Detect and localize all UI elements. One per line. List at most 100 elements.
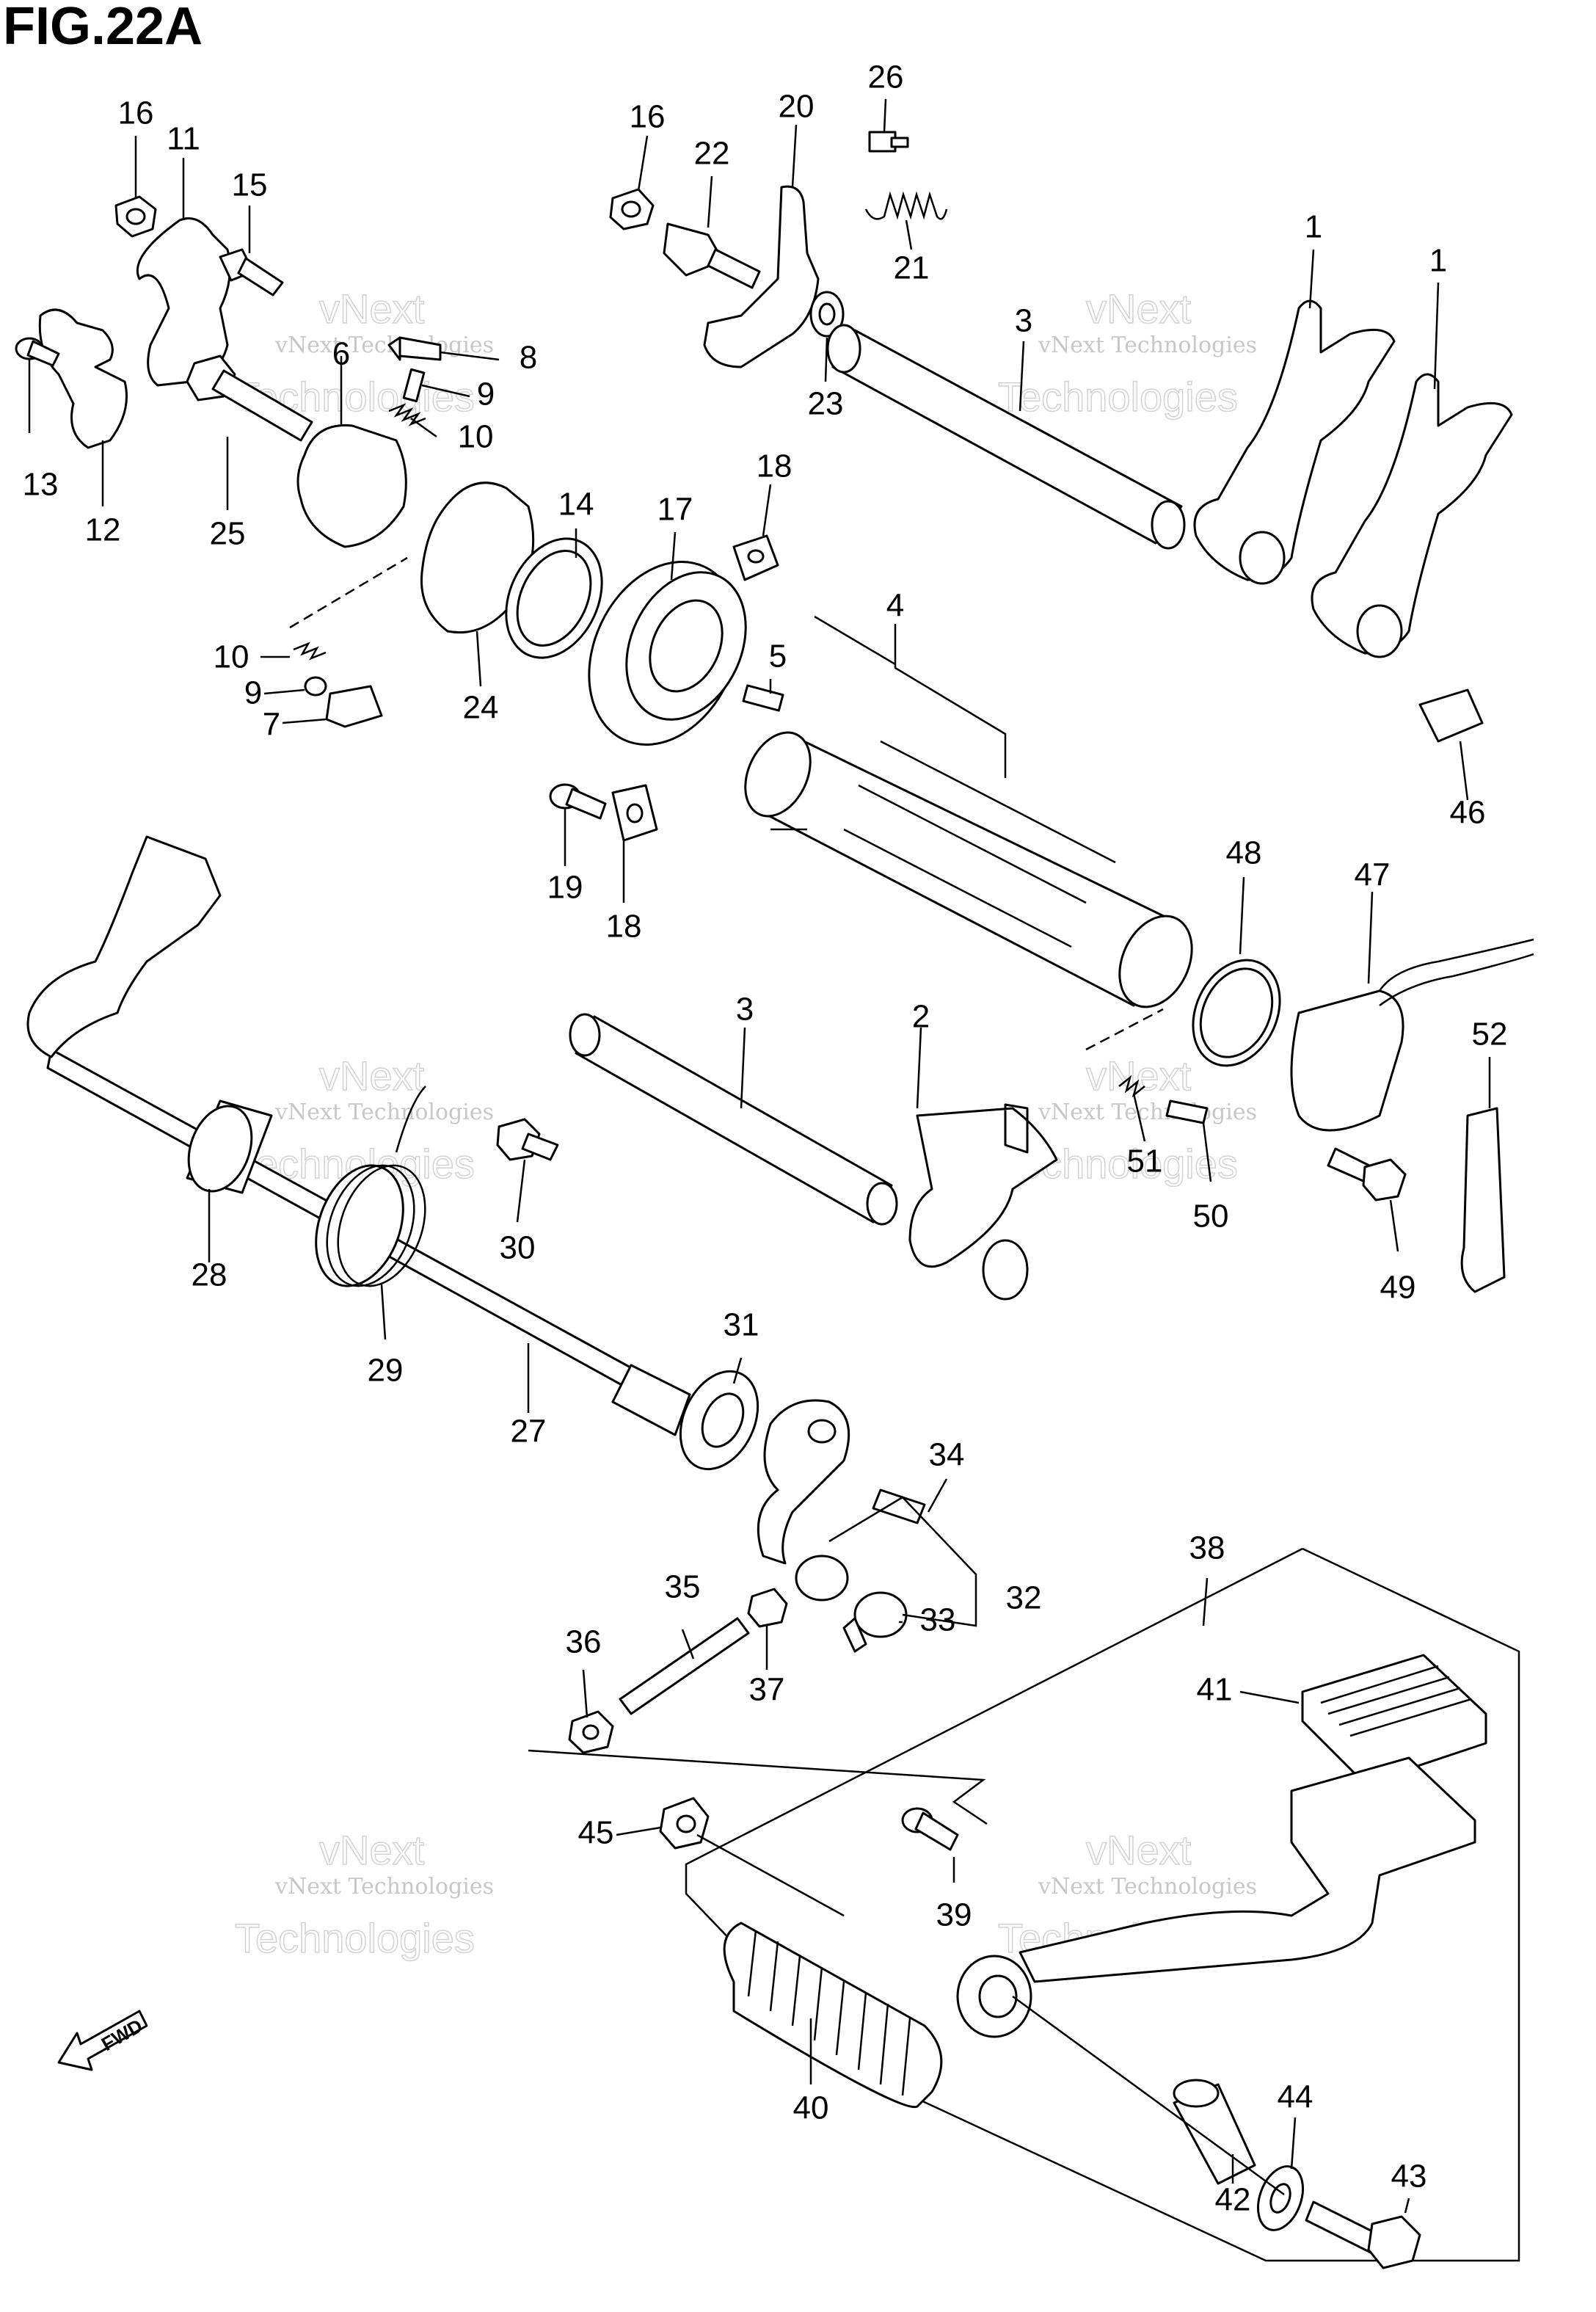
part-plate-18-top	[732, 534, 779, 581]
part-bolt-30	[496, 1118, 559, 1161]
part-brake-pedal	[1019, 1756, 1476, 1983]
part-fork-2-boss	[982, 1239, 1029, 1301]
part-pin-9-top	[402, 368, 426, 403]
callout-49: 49	[1380, 1270, 1416, 1306]
part-bearing-17	[588, 561, 747, 746]
part-stopper-7	[325, 685, 383, 728]
part-bolt-49	[1327, 1147, 1407, 1202]
callout-45: 45	[578, 1815, 614, 1851]
part-bolt-25	[186, 355, 313, 442]
part-ring-14	[505, 537, 603, 659]
part-oring-48	[1192, 959, 1281, 1067]
part-stopper-6	[296, 424, 407, 548]
part-seal-31	[679, 1370, 759, 1471]
callout-32: 32	[1006, 1580, 1042, 1616]
callout-13: 13	[23, 467, 59, 503]
callout-52: 52	[1472, 1017, 1508, 1053]
fwd-arrow-icon: FWD	[57, 2010, 148, 2071]
callout-10: 10	[214, 639, 249, 675]
callout-8: 8	[520, 340, 537, 376]
callout-14: 14	[558, 487, 594, 523]
callout-48: 48	[1226, 835, 1262, 871]
callout-9: 9	[244, 675, 262, 711]
callout-10: 10	[458, 419, 494, 455]
callout-43: 43	[1391, 2159, 1427, 2195]
callout-5: 5	[769, 639, 787, 675]
callout-1: 1	[1305, 209, 1322, 245]
callout-29: 29	[368, 1353, 404, 1389]
watermark-text: vNext Technologies	[274, 1874, 494, 1900]
watermark-text: Technologies	[998, 374, 1238, 420]
part-pedal-pivot	[956, 1955, 1032, 2038]
part-bolt-26	[868, 131, 909, 153]
callout-27: 27	[511, 1414, 547, 1450]
watermark-group: vNext Technologies vNext Technologies vN…	[234, 285, 1257, 1962]
part-switch-47	[1290, 938, 1534, 1132]
callout-1: 1	[1429, 243, 1447, 279]
callout-31: 31	[724, 1307, 759, 1343]
callout-11: 11	[167, 121, 200, 157]
callout-47: 47	[1355, 857, 1391, 893]
part-bolt-13	[15, 337, 60, 367]
watermark-text: vNext	[319, 1827, 425, 1873]
watermark-text: vNext	[319, 286, 425, 332]
leader-lines	[528, 828, 988, 1825]
callout-2: 2	[912, 999, 930, 1035]
part-collar-42	[1173, 2079, 1256, 2185]
part-nut-16-right	[609, 188, 655, 230]
watermark-text: vNext Technologies	[1038, 1099, 1257, 1125]
callout-17: 17	[657, 492, 693, 528]
callout-46: 46	[1450, 795, 1486, 831]
callout-37: 37	[749, 1672, 785, 1708]
callout-33: 33	[920, 1602, 956, 1638]
part-spring-10-top	[388, 403, 426, 426]
part-pin-9-bottom	[304, 676, 327, 697]
part-fork-1-a-boss	[1239, 531, 1286, 585]
callout-12: 12	[85, 512, 121, 548]
watermark-text: vNext Technologies	[1038, 1874, 1257, 1900]
leader-dashed	[1085, 1008, 1164, 1051]
part-nut-16-left	[114, 195, 157, 238]
callout-22: 22	[694, 136, 730, 172]
callout-42: 42	[1215, 2182, 1251, 2218]
part-plate-12	[38, 308, 128, 449]
callout-34: 34	[929, 1437, 965, 1473]
part-spring-51	[1118, 1075, 1145, 1098]
part-clip-46	[1418, 688, 1484, 743]
callout-51: 51	[1127, 1144, 1163, 1179]
callout-leaders	[28, 98, 1491, 2214]
callout-6: 6	[332, 336, 350, 372]
part-footrest-40	[723, 1922, 943, 2109]
callout-18: 18	[757, 448, 792, 484]
part-shift-drum-4	[744, 731, 1193, 1008]
part-pin-8	[387, 336, 442, 361]
part-spring-21	[864, 191, 948, 220]
callout-18: 18	[606, 909, 642, 945]
callout-30: 30	[500, 1230, 536, 1266]
leader-dashed	[289, 556, 408, 629]
watermark-text: vNext Technologies	[274, 1099, 494, 1125]
part-bracket-11	[136, 217, 231, 387]
part-fork-2	[908, 1103, 1058, 1268]
part-fork-1-b	[1311, 373, 1513, 655]
callout-35: 35	[665, 1569, 701, 1605]
part-spring-10-bottom	[293, 641, 327, 661]
callout-39: 39	[936, 1897, 972, 1933]
part-joint-33	[795, 1555, 908, 1653]
part-stud-15	[219, 248, 284, 297]
part-spring-29	[315, 1086, 426, 1287]
part-shift-lever	[26, 835, 222, 1058]
callout-26: 26	[868, 59, 904, 95]
part-pin-5	[742, 684, 784, 712]
callout-20: 20	[779, 89, 815, 125]
watermark-text: vNext	[1086, 1827, 1192, 1873]
part-bolt-43	[1305, 2200, 1421, 2269]
part-nut-36	[568, 1710, 614, 1754]
callout-15: 15	[232, 167, 268, 203]
callout-23: 23	[808, 386, 844, 422]
part-bolt-34	[872, 1488, 926, 1524]
part-fork-1-a	[1193, 299, 1396, 581]
part-collar-28	[186, 1099, 273, 1194]
part-nut-45	[659, 1797, 710, 1850]
part-plate-18-bottom	[611, 784, 658, 842]
